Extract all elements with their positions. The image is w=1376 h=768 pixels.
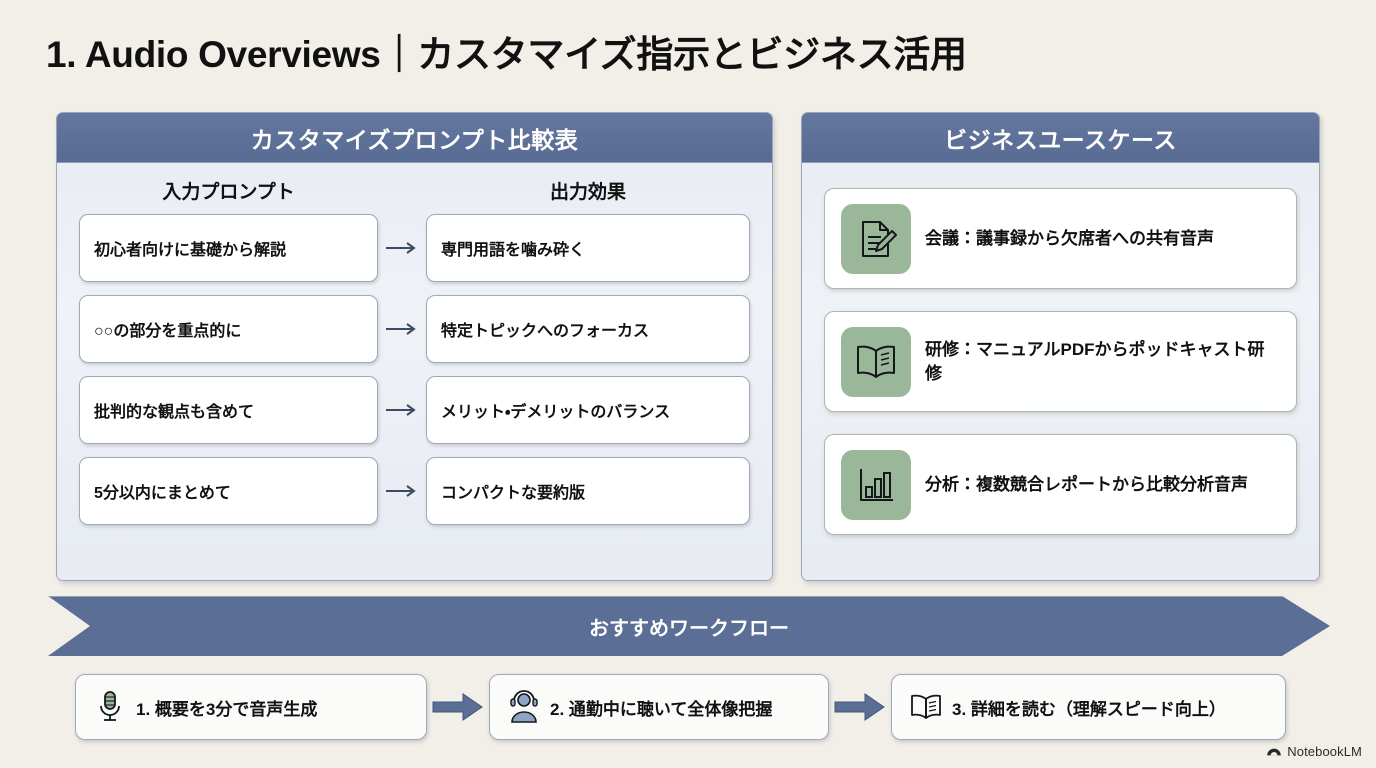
prompt-comparison-panel-header: カスタマイズプロンプト比較表 xyxy=(57,113,772,163)
workflow-step-2[interactable]: 2. 通勤中に聴いて全体像把握 xyxy=(489,674,829,740)
page-title: 1. Audio Overviews｜カスタマイズ指示とビジネス活用 xyxy=(46,34,967,75)
open-book-icon xyxy=(841,326,911,397)
workflow-banner: おすすめワークフロー xyxy=(48,596,1330,656)
headset-person-icon xyxy=(506,690,542,724)
arrow-right-icon xyxy=(378,484,426,498)
block-arrow-right-icon xyxy=(829,692,891,722)
input-prompt-cell: 初心者向けに基礎から解説 xyxy=(79,214,379,282)
block-arrow-right-icon xyxy=(427,692,489,722)
list-item: 会議：議事録から欠席者への共有音声 xyxy=(824,188,1297,289)
usecase-label: 会議：議事録から欠席者への共有音声 xyxy=(925,228,1214,248)
workflow-banner-label: おすすめワークフロー xyxy=(589,618,789,640)
comparison-column-headers: 入力プロンプト 出力効果 xyxy=(57,163,772,204)
document-pencil-icon xyxy=(841,203,911,274)
brand-name: NotebookLM xyxy=(1287,744,1362,759)
table-row: 5分以内にまとめて コンパクトな要約版 xyxy=(79,457,750,525)
output-effect-cell: メリット・デメリットのバランス xyxy=(425,376,750,444)
arrow-right-icon xyxy=(378,322,426,336)
workflow-step-label: 2. 通勤中に聴いて全体像把握 xyxy=(550,699,773,719)
list-item: 研修：マニュアルPDFからポッドキャスト研修 xyxy=(824,311,1297,412)
table-row: 初心者向けに基礎から解説 専門用語を噛み砕く xyxy=(79,214,750,282)
input-prompt-cell: 5分以内にまとめて xyxy=(79,457,379,525)
list-item: 分析：複数競合レポートから比較分析音声 xyxy=(824,434,1297,535)
workflow-step-1[interactable]: 1. 概要を3分で音声生成 xyxy=(75,674,427,740)
workflow-step-label: 1. 概要を3分で音声生成 xyxy=(136,699,318,719)
workflow-step-label: 3. 詳細を読む（理解スピード向上） xyxy=(952,699,1226,719)
column-header-output: 出力効果 xyxy=(549,182,626,203)
usecase-label: 分析：複数競合レポートから比較分析音声 xyxy=(925,474,1248,494)
output-effect-cell: コンパクトな要約版 xyxy=(425,457,750,525)
workflow-step-3[interactable]: 3. 詳細を読む（理解スピード向上） xyxy=(891,674,1286,740)
table-row: ○○の部分を重点的に 特定トピックへのフォーカス xyxy=(79,295,750,363)
table-row: 批判的な観点も含めて メリット・デメリットのバランス xyxy=(79,376,750,444)
arrow-right-icon xyxy=(378,403,426,417)
business-usecase-panel-body: 会議：議事録から欠席者への共有音声 研修：マニュアルPDFからポッドキャスト研修 xyxy=(802,163,1319,580)
arrow-right-icon xyxy=(378,241,426,255)
notebooklm-logo-icon xyxy=(1266,743,1282,760)
column-header-input: 入力プロンプト xyxy=(162,182,295,203)
usecase-label: 研修：マニュアルPDFからポッドキャスト研修 xyxy=(925,340,1265,383)
bar-chart-icon xyxy=(841,449,911,520)
comparison-rows: 初心者向けに基礎から解説 専門用語を噛み砕く ○○の部分を重点的に xyxy=(57,204,772,525)
footer-branding: NotebookLM xyxy=(1266,743,1362,760)
input-prompt-cell: ○○の部分を重点的に xyxy=(79,295,379,363)
input-prompt-cell: 批判的な観点も含めて xyxy=(79,376,379,444)
prompt-comparison-panel: カスタマイズプロンプト比較表 入力プロンプト 出力効果 初心者向けに基礎から解説… xyxy=(56,112,773,581)
output-effect-cell: 特定トピックへのフォーカス xyxy=(425,295,750,363)
workflow-steps: 1. 概要を3分で音声生成 2. 通勤中に聴いて全体像把握 xyxy=(75,673,1305,741)
open-book-icon xyxy=(908,692,944,722)
output-effect-cell: 専門用語を噛み砕く xyxy=(425,214,750,282)
business-usecase-panel: ビジネスユースケース 会議：議事録から欠席者への共有音声 xyxy=(801,112,1320,581)
microphone-icon xyxy=(92,690,128,724)
business-usecase-panel-header: ビジネスユースケース xyxy=(802,113,1319,163)
column-header-spacer xyxy=(378,177,426,204)
prompt-comparison-panel-body: 入力プロンプト 出力効果 初心者向けに基礎から解説 専門用語を噛み砕く ○○の部… xyxy=(57,163,772,580)
usecase-list: 会議：議事録から欠席者への共有音声 研修：マニュアルPDFからポッドキャスト研修 xyxy=(802,163,1319,535)
